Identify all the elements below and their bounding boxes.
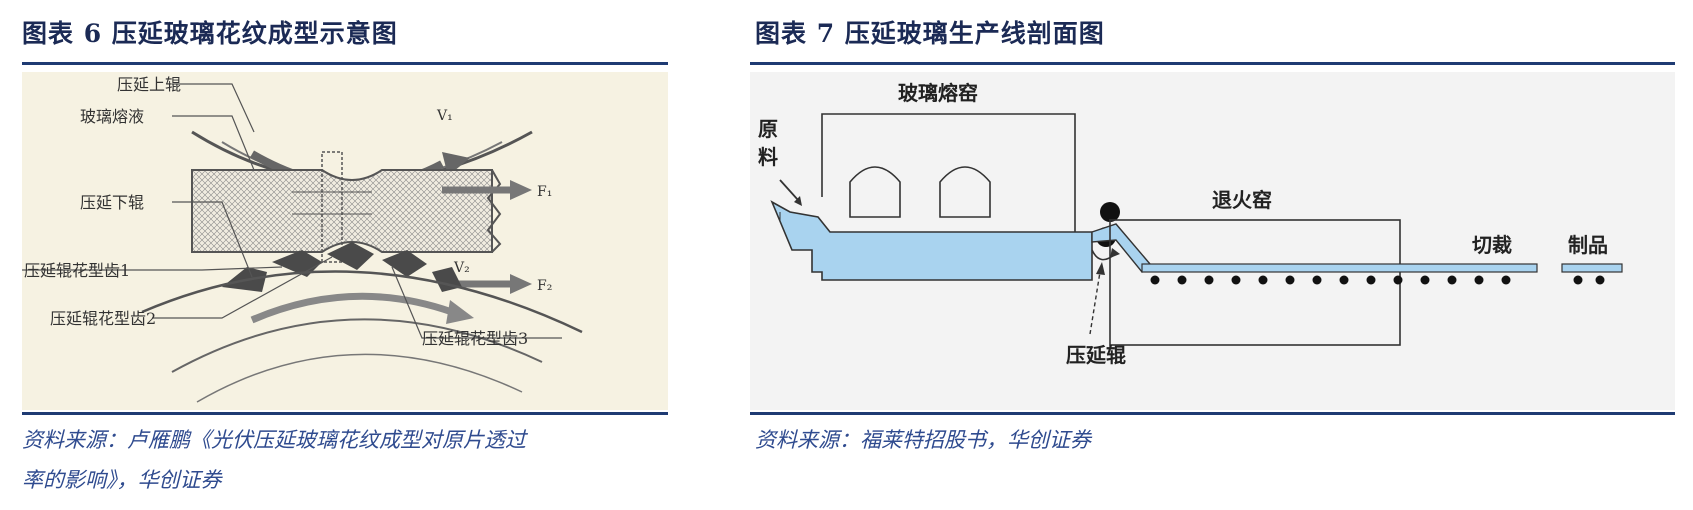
figure7-title: 图表 7 压延玻璃生产线剖面图: [755, 19, 1105, 48]
raw-material-arrow: [779, 179, 799, 201]
label-tooth1: 压延辊花型齿1: [24, 261, 130, 280]
label-product: 制品: [1568, 233, 1608, 257]
figure6-diagram: 压延上辊 玻璃熔液 压延下辊 压延辊花型齿1 压延辊花型齿2 压延辊花型齿3 V…: [22, 72, 668, 410]
glass-ribbon: [1141, 263, 1538, 273]
label-cutting: 切裁: [1472, 233, 1512, 257]
label-v1: V₁: [436, 108, 453, 124]
lower-roller-arc: [141, 270, 583, 334]
furnace-arch-left: [849, 166, 901, 218]
furnace-outline: [821, 113, 1076, 242]
furnace-arch-right: [939, 166, 991, 218]
figure7-diagram: 玻璃熔窑 原 料 退火窑 切裁 制品 压延辊: [750, 72, 1675, 410]
figure6-source-line1: 资料来源：卢雁鹏《光伏压延玻璃花纹成型对原片透过: [22, 428, 526, 452]
label-leaders: [22, 83, 562, 339]
label-upper-roller: 压延上辊: [117, 75, 181, 94]
label-raw-material-1: 原: [758, 117, 778, 141]
label-tooth3: 压延辊花型齿3: [422, 329, 528, 348]
v2-arrow: [250, 292, 454, 324]
product-sheet: [1561, 263, 1623, 273]
label-annealing: 退火窑: [1212, 188, 1272, 212]
figure7-title-rule: [750, 62, 1675, 65]
label-raw-material-2: 料: [758, 145, 778, 169]
figure6-title-rule: [22, 62, 668, 65]
figure6-bottom-rule: [22, 412, 668, 415]
figure6-title: 图表 6 压延玻璃花纹成型示意图: [22, 19, 398, 48]
label-roller: 压延辊: [1066, 343, 1126, 367]
roller-leader: [1089, 271, 1101, 335]
label-lower-roller: 压延下辊: [80, 193, 144, 212]
label-furnace: 玻璃熔窑: [898, 81, 978, 105]
label-glass-melt: 玻璃熔液: [80, 107, 144, 126]
label-f1: F₁: [537, 184, 552, 200]
upper-roller: [1100, 202, 1120, 222]
label-v2: V₂: [453, 260, 470, 276]
label-f2: F₂: [537, 278, 552, 294]
molten-glass: [770, 200, 1093, 281]
figure6-source-line2: 率的影响》，华创证券: [22, 468, 222, 492]
figure7-bottom-rule: [750, 412, 1675, 415]
label-tooth2: 压延辊花型齿2: [50, 309, 156, 328]
conveyor-rollers: [1150, 275, 1605, 285]
center-marker: [321, 151, 343, 263]
figure7-source: 资料来源：福莱特招股书，华创证券: [755, 428, 1091, 452]
